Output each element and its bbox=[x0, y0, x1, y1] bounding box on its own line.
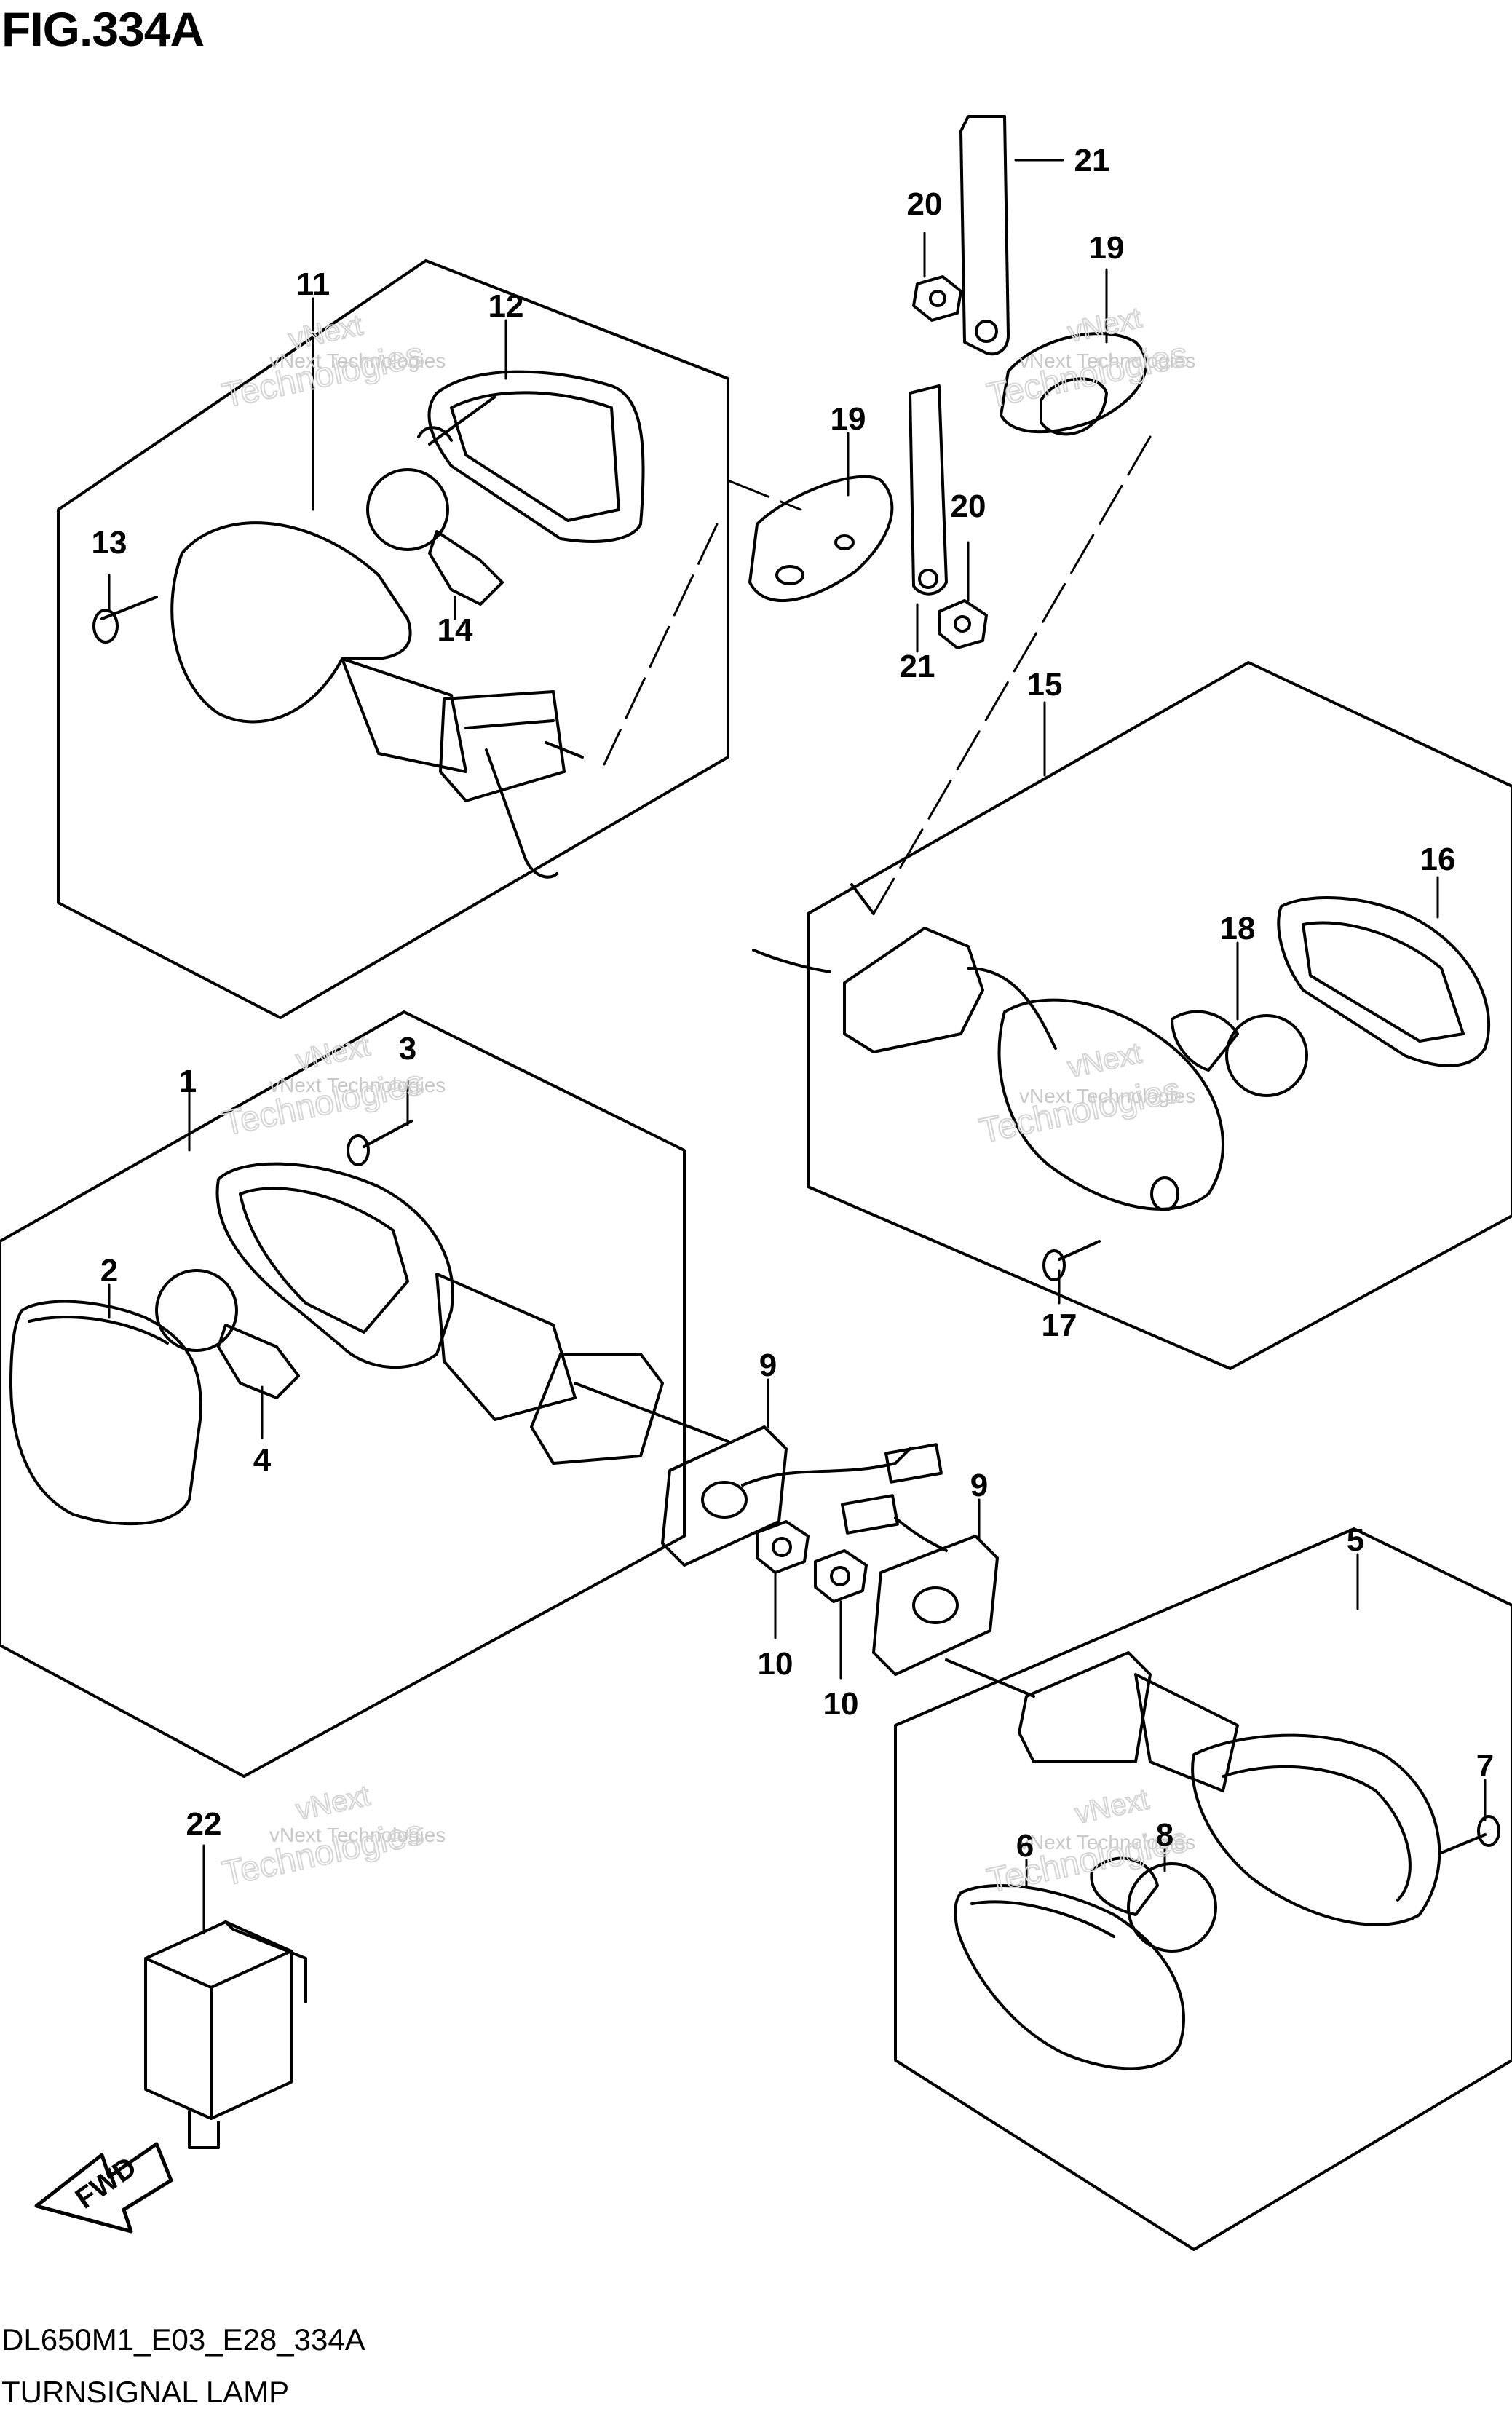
callout: 21 bbox=[900, 649, 935, 684]
rear-left-turnsignal-lamp bbox=[170, 521, 584, 879]
callout: 22 bbox=[186, 1806, 222, 1842]
assembly-box-1 bbox=[0, 1010, 686, 1778]
assembly-box-15 bbox=[807, 661, 1512, 1370]
rear-right-turnsignal-lamp bbox=[752, 883, 1224, 1211]
part-14-bulb-rear-left bbox=[366, 468, 504, 606]
part-2-lens-front-left bbox=[9, 1300, 202, 1526]
part-19-grommet-upper bbox=[1000, 332, 1147, 436]
part-6-lens-front-right bbox=[954, 1884, 1185, 2070]
callout: 20 bbox=[951, 488, 986, 524]
part-21-bracket-upper bbox=[959, 115, 1010, 356]
svg-text:vNext: vNext bbox=[293, 1780, 373, 1827]
callout: 11 bbox=[296, 266, 330, 302]
figure-caption: TURNSIGNAL LAMP bbox=[1, 2375, 290, 2409]
part-9-gasket-left bbox=[661, 1425, 788, 1567]
callout: 19 bbox=[1089, 230, 1125, 266]
callout: 5 bbox=[1347, 1522, 1364, 1558]
part-8-bulb-front-right bbox=[1090, 1856, 1217, 1953]
callout: 10 bbox=[758, 1646, 793, 1682]
callout: 6 bbox=[1016, 1828, 1034, 1864]
part-20-nut-upper bbox=[912, 275, 962, 322]
callout: 2 bbox=[100, 1253, 118, 1289]
callout: 17 bbox=[1042, 1308, 1077, 1343]
svg-text:vNext: vNext bbox=[293, 1030, 373, 1077]
part-13-screw-rear-left bbox=[92, 596, 158, 644]
callout: 21 bbox=[1074, 143, 1110, 178]
callout: 15 bbox=[1027, 667, 1063, 703]
svg-text:vNext Technologies: vNext Technologies bbox=[269, 1074, 446, 1096]
front-right-turnsignal-lamp bbox=[945, 1651, 1441, 1926]
svg-text:vNext Technologies: vNext Technologies bbox=[269, 349, 446, 372]
part-10-nut-left bbox=[756, 1520, 810, 1574]
part-16-lens-rear-right bbox=[1277, 896, 1491, 1067]
callout: 7 bbox=[1476, 1748, 1494, 1784]
callout: 9 bbox=[970, 1468, 988, 1503]
part-18-bulb-rear-right bbox=[1171, 1010, 1308, 1097]
svg-text:vNext: vNext bbox=[1065, 1037, 1144, 1084]
leader-lines bbox=[108, 159, 1487, 1934]
svg-text:vNext Technologies: vNext Technologies bbox=[269, 1824, 446, 1846]
svg-text:vNext Technologies: vNext Technologies bbox=[1019, 1085, 1195, 1107]
part-7-screw-front-right bbox=[1440, 1815, 1500, 1854]
callout: 1 bbox=[179, 1064, 197, 1099]
callout: 14 bbox=[438, 612, 473, 648]
callout: 4 bbox=[253, 1442, 272, 1478]
callout: 18 bbox=[1220, 911, 1256, 946]
part-22-turnsignal-relay bbox=[144, 1920, 307, 2149]
part-19-grommet-lower bbox=[748, 475, 894, 603]
dashed-assembly-leaders bbox=[603, 435, 1152, 915]
callout: 19 bbox=[831, 401, 866, 437]
forward-direction-arrow bbox=[34, 2142, 173, 2234]
part-20-nut-lower bbox=[938, 599, 988, 649]
front-left-turnsignal-lamp bbox=[215, 1162, 729, 1465]
callout: 3 bbox=[399, 1031, 416, 1067]
callout: 20 bbox=[907, 186, 943, 222]
part-4-bulb-front-left bbox=[155, 1269, 300, 1399]
assembly-box-5 bbox=[894, 1527, 1512, 2251]
callout: 16 bbox=[1420, 842, 1456, 877]
part-3-screw-front-left bbox=[347, 1120, 413, 1166]
assembly-box-11 bbox=[57, 259, 729, 1019]
drawing-code: DL650M1_E03_E28_334A bbox=[1, 2322, 365, 2357]
callout-labels: 1 2 3 4 5 6 7 8 9 9 10 10 11 12 13 14 15… bbox=[92, 143, 1495, 1864]
figure-title: FIG.334A bbox=[1, 2, 205, 56]
callout: 9 bbox=[759, 1348, 777, 1383]
svg-text:vNext: vNext bbox=[1072, 1784, 1152, 1830]
part-12-lens-rear-left bbox=[417, 370, 645, 543]
part-9-gasket-right bbox=[872, 1535, 999, 1676]
wiring-harness-center bbox=[741, 1443, 948, 1552]
svg-text:vNext Technologies: vNext Technologies bbox=[1019, 1831, 1195, 1854]
svg-text:vNext Technologies: vNext Technologies bbox=[1019, 349, 1195, 372]
svg-text:Technologies: Technologies bbox=[983, 336, 1191, 416]
callout: 10 bbox=[823, 1686, 859, 1722]
part-17-screw-rear-right bbox=[1042, 1240, 1101, 1281]
callout: 13 bbox=[92, 525, 127, 561]
svg-text:Technologies: Technologies bbox=[976, 1071, 1184, 1151]
callout: 8 bbox=[1156, 1817, 1173, 1853]
part-10-nut-right bbox=[814, 1549, 868, 1603]
part-21-bracket-lower bbox=[909, 384, 948, 596]
callout: 12 bbox=[488, 288, 524, 324]
